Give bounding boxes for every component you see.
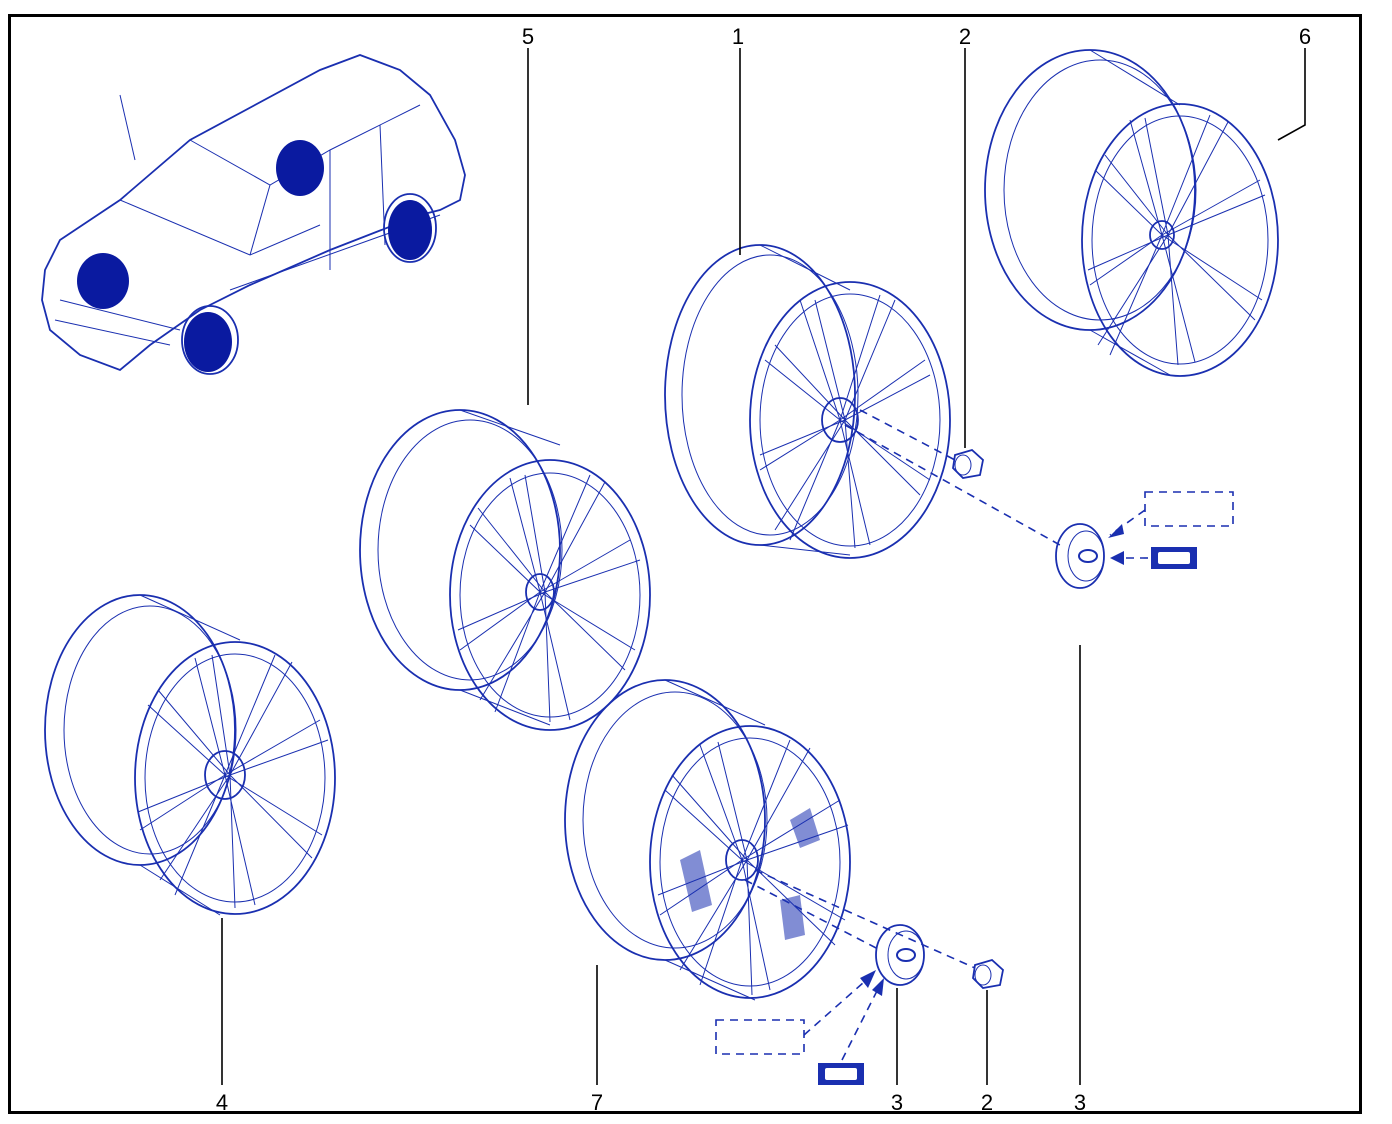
lug-nut-top (952, 448, 984, 479)
wheel-position-marker (77, 253, 129, 309)
wheel-position-marker (184, 312, 232, 372)
leader-lines (221, 48, 1306, 1085)
arrow-head (1108, 524, 1124, 538)
diagram-frame (8, 14, 1362, 1114)
pointer-arrow (803, 974, 873, 1036)
callout-3-right: 3 (1074, 1090, 1086, 1115)
assembly-line (754, 869, 976, 969)
callout-1: 1 (732, 24, 744, 49)
pointer-arrow (841, 984, 881, 1061)
wheel-1 (664, 244, 951, 559)
arrow-head (860, 970, 876, 988)
assembly-line (744, 879, 881, 951)
label-placeholder-box (715, 1019, 805, 1055)
wheel-5 (359, 409, 651, 731)
arrow-head (872, 978, 884, 996)
label-marker-inner (1158, 552, 1190, 564)
callout-5: 5 (522, 24, 534, 49)
arrow-head (1110, 551, 1124, 565)
callout-3-center: 3 (891, 1090, 903, 1115)
vehicle-illustration (41, 54, 466, 375)
label-placeholder-box (1144, 491, 1234, 527)
wheel-position-marker (276, 140, 324, 196)
assembly-line (859, 409, 956, 461)
label-marker-inner (825, 1068, 857, 1080)
callout-7: 7 (591, 1090, 603, 1115)
callout-2-bottom: 2 (981, 1090, 993, 1115)
assembly-line (844, 424, 1061, 546)
wheel-7 (564, 679, 851, 1001)
wheel-position-marker (388, 200, 432, 260)
callout-4: 4 (216, 1090, 228, 1115)
callout-6: 6 (1299, 24, 1311, 49)
center-cap-right (1055, 523, 1105, 589)
wheel-6 (984, 49, 1279, 377)
center-cap-bottom (875, 924, 925, 986)
lug-nut-bottom (972, 958, 1004, 989)
callout-2-top: 2 (959, 24, 971, 49)
wheel-4 (44, 594, 336, 916)
